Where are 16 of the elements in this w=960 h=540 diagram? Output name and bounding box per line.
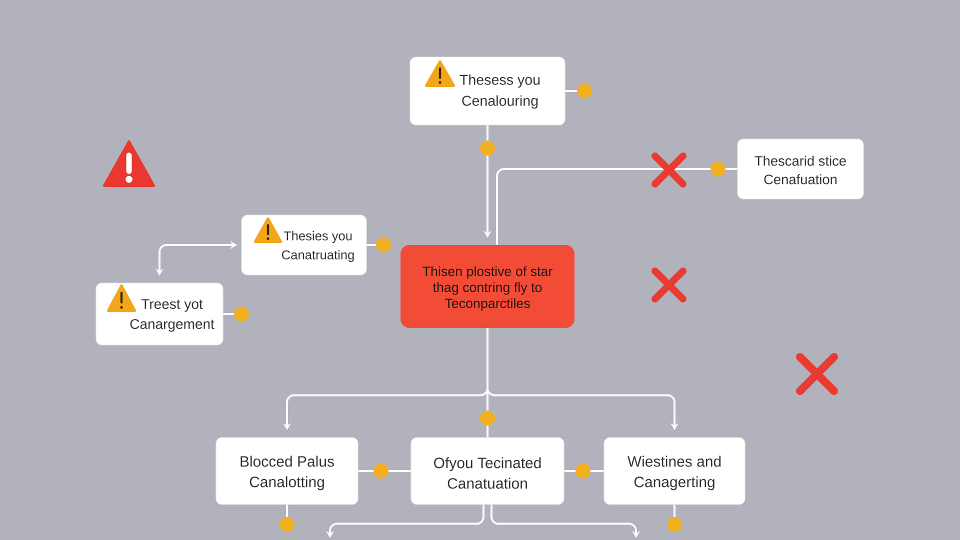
process-box: Thesies you Canatruating (241, 214, 367, 276)
process-box: Blocced Palus Canalotting (216, 437, 358, 505)
connector-line (496, 168, 738, 245)
dot-connector (280, 504, 294, 532)
process-box: Ofyou Tecinated Canatuation (410, 437, 564, 505)
connector-line (564, 470, 604, 472)
process-box: Wiestines and Canagerting (604, 437, 746, 505)
dot-connector (223, 306, 249, 322)
dot-connector (667, 504, 682, 532)
process-box: Treest yot Canargement (96, 282, 224, 346)
highlighted-box: Thisen plostive of star thag contring fly to Teconparctiles (400, 245, 574, 328)
connector-line (358, 470, 411, 472)
process-box: Thescarid stice Cenafuation (737, 138, 864, 200)
process-box: Thesess you Cenalouring (410, 56, 566, 126)
dot-connector (565, 84, 592, 98)
dot-connector (366, 238, 391, 252)
